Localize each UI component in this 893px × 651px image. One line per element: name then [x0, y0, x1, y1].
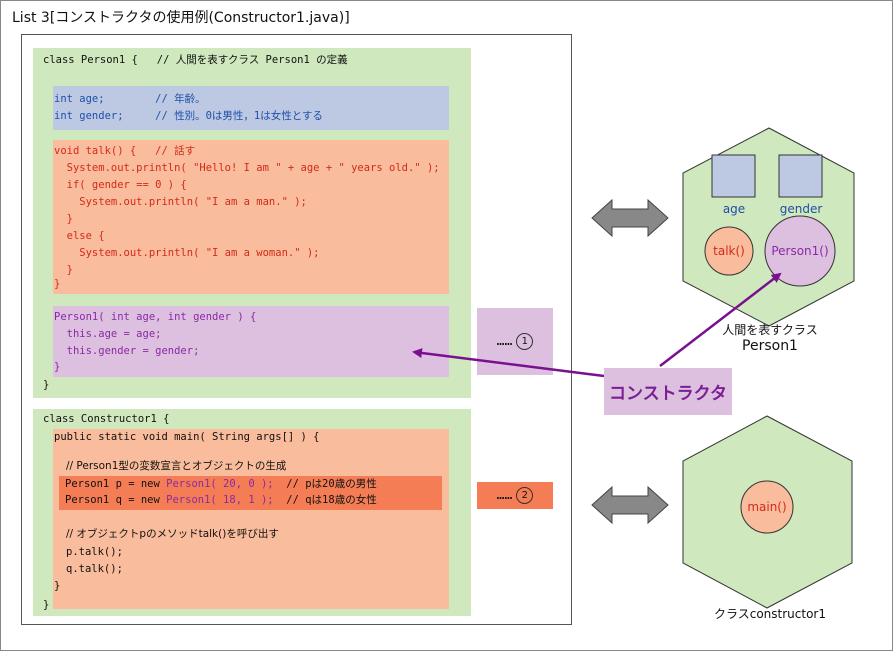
person1-caption: 人間を表すクラス Person1 — [700, 322, 840, 354]
main-class-header: class Constructor1 { — [43, 413, 170, 425]
marker-2-number: 2 — [516, 487, 534, 504]
ctor-line-4: } — [54, 361, 61, 373]
arrow-to-ctor-code — [412, 348, 605, 378]
talk-method-circle — [704, 226, 754, 276]
person-class-header: class Person1 { // 人間を表すクラス Person1 の定義 — [43, 54, 348, 66]
arrow-to-ctor-circle — [659, 272, 782, 367]
main-close-inner: } — [54, 580, 61, 592]
marker-2-dots: …… — [496, 488, 513, 503]
field-gender-label: gender — [780, 202, 823, 216]
constructor-block: Person1( int age, int gender ) { this.ag… — [53, 306, 449, 377]
field-gender-line: int gender; // 性別。0は男性，1は女性とする — [54, 110, 323, 122]
constructor-callout: コンストラクタ — [604, 368, 732, 415]
main-method-block: public static void main( String args[] )… — [53, 429, 449, 609]
call-p-line: p.talk(); — [66, 546, 123, 558]
instantiation-highlight: Person1 p = new Person1( 20, 0 ); // pは2… — [59, 476, 442, 510]
create-p-comment: // pは20歳の男性 — [273, 478, 377, 490]
talk-line-8: } — [54, 264, 73, 276]
talk-method-block: void talk() { // 話す System.out.println( … — [53, 140, 449, 294]
person1-caption-line1: 人間を表すクラス — [722, 323, 818, 337]
create-p-decl: Person1 p = new — [65, 478, 167, 490]
field-age-line: int age; // 年齢。 — [54, 93, 206, 105]
field-gender-box — [778, 154, 823, 198]
person-class-block: class Person1 { // 人間を表すクラス Person1 の定義 … — [33, 48, 471, 398]
create-p-ctor: Person1( 20, 0 ); — [166, 478, 274, 490]
talk-method-label: talk() — [713, 244, 745, 258]
talk-line-7: System.out.println( "I am a woman." ); — [54, 247, 320, 259]
marker-2: ……2 — [477, 482, 553, 509]
field-age-box — [711, 154, 756, 198]
ctor-method-circle — [764, 215, 836, 287]
ctor-line-3: this.gender = gender; — [54, 345, 200, 357]
marker-1-dots: …… — [496, 334, 513, 349]
double-arrow-lower — [591, 485, 669, 525]
constructor1-caption: クラスconstructor1 — [713, 607, 826, 621]
call-q-line: q.talk(); — [66, 563, 123, 575]
code-listing: class Person1 { // 人間を表すクラス Person1 の定義 … — [21, 34, 572, 625]
ctor-method-label: Person1() — [771, 244, 828, 258]
create-q-line: Person1 q = new Person1( 18, 1 ); // qは1… — [65, 492, 377, 509]
talk-line-1: void talk() { // 話す — [54, 145, 196, 157]
talk-line-4: System.out.println( "I am a man." ); — [54, 196, 307, 208]
main-class-close: } — [43, 599, 50, 611]
create-p-line: Person1 p = new Person1( 20, 0 ); // pは2… — [65, 476, 377, 493]
comment-call: // オブジェクトpのメソッドtalk()を呼び出す — [66, 528, 279, 540]
ctor-line-1: Person1( int age, int gender ) { — [54, 311, 257, 323]
fields-block: int age; // 年齢。 int gender; // 性別。0は男性，1… — [53, 86, 449, 130]
person1-caption-line2: Person1 — [742, 338, 798, 354]
create-q-ctor: Person1( 18, 1 ); — [166, 494, 274, 506]
double-arrow-upper — [591, 198, 669, 238]
talk-line-3: if( gender == 0 ) { — [54, 179, 187, 191]
marker-1-number: 1 — [516, 333, 534, 350]
create-q-comment: // qは18歳の女性 — [273, 494, 377, 506]
main-method-circle — [740, 480, 794, 534]
main-open-line: public static void main( String args[] )… — [54, 431, 320, 443]
main-method-label: main() — [747, 500, 786, 514]
talk-line-9: } — [54, 278, 61, 290]
talk-line-2: System.out.println( "Hello! I am " + age… — [54, 162, 440, 174]
person1-hexagon — [682, 127, 855, 327]
talk-line-6: else { — [54, 230, 105, 242]
figure-title: List 3[コンストラクタの使用例(Constructor1.java)] — [12, 10, 350, 26]
ctor-line-2: this.age = age; — [54, 328, 162, 340]
comment-declare: // Person1型の変数宣言とオブジェクトの生成 — [66, 460, 287, 472]
talk-line-5: } — [54, 213, 73, 225]
person-class-close: } — [43, 379, 50, 391]
field-age-label: age — [723, 202, 745, 216]
main-class-block: class Constructor1 { public static void … — [33, 409, 471, 616]
create-q-decl: Person1 q = new — [65, 494, 167, 506]
